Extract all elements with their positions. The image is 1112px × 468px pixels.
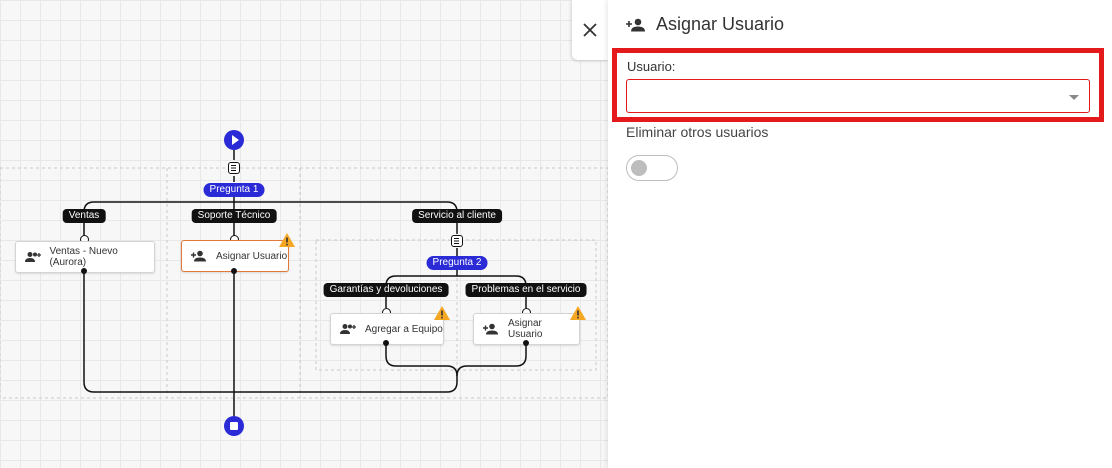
warning-icon [279,233,295,247]
properties-panel: Asignar Usuario Usuario: Eliminar otros … [608,0,1112,468]
node-label: Asignar Usuario [216,250,288,262]
warning-icon [570,306,586,320]
node-label: Agregar a Equipo [365,323,443,335]
node-label: Ventas - Nuevo (Aurora) [49,246,118,268]
close-icon [583,23,597,37]
node-asignar-usuario[interactable]: Asignar Usuario [181,240,289,272]
close-panel-button[interactable] [572,0,608,60]
node-agregar-equipo[interactable]: Agregar a Equipo [330,313,444,345]
branch-soporte-label[interactable]: Soporte Técnico [191,209,277,223]
end-node-icon[interactable] [224,416,244,436]
panel-header: Asignar Usuario [626,14,784,35]
question-list-icon[interactable] [228,162,240,174]
eliminar-otros-usuarios-label: Eliminar otros usuarios [626,124,769,140]
warning-icon [434,306,450,320]
person-add-icon [482,323,500,335]
branch-problemas-label[interactable]: Problemas en el servicio [465,283,587,297]
question-1-pill[interactable]: Pregunta 1 [203,183,265,197]
flow-canvas[interactable]: Pregunta 1 Pregunta 2 Ventas Soporte Téc… [0,0,608,468]
usuario-select[interactable] [626,79,1090,113]
question-2-pill[interactable]: Pregunta 2 [426,256,488,270]
chevron-down-icon [1069,95,1079,100]
group-add-icon [24,251,41,263]
node-label: Asignar Usuario [507,318,543,340]
output-dot[interactable] [383,340,389,346]
person-add-icon [626,18,645,31]
output-dot[interactable] [523,340,529,346]
branch-servicio-label[interactable]: Servicio al cliente [412,209,502,223]
toggle-knob [631,160,647,176]
person-add-icon [190,250,208,262]
branch-ventas-label[interactable]: Ventas [62,209,106,223]
question-list-icon[interactable] [451,235,463,247]
node-ventas-nuevo[interactable]: Ventas - Nuevo (Aurora) [15,241,155,273]
highlight-box [612,48,1104,122]
branch-garantias-label[interactable]: Garantías y devoluciones [323,283,449,297]
group-add-icon [339,323,357,335]
start-node-icon[interactable] [224,130,244,150]
panel-title: Asignar Usuario [656,14,785,34]
output-dot[interactable] [81,268,87,274]
usuario-label: Usuario: [627,59,676,74]
output-dot[interactable] [231,268,237,274]
flow-connectors [0,150,608,416]
eliminar-otros-usuarios-toggle[interactable] [626,155,678,181]
